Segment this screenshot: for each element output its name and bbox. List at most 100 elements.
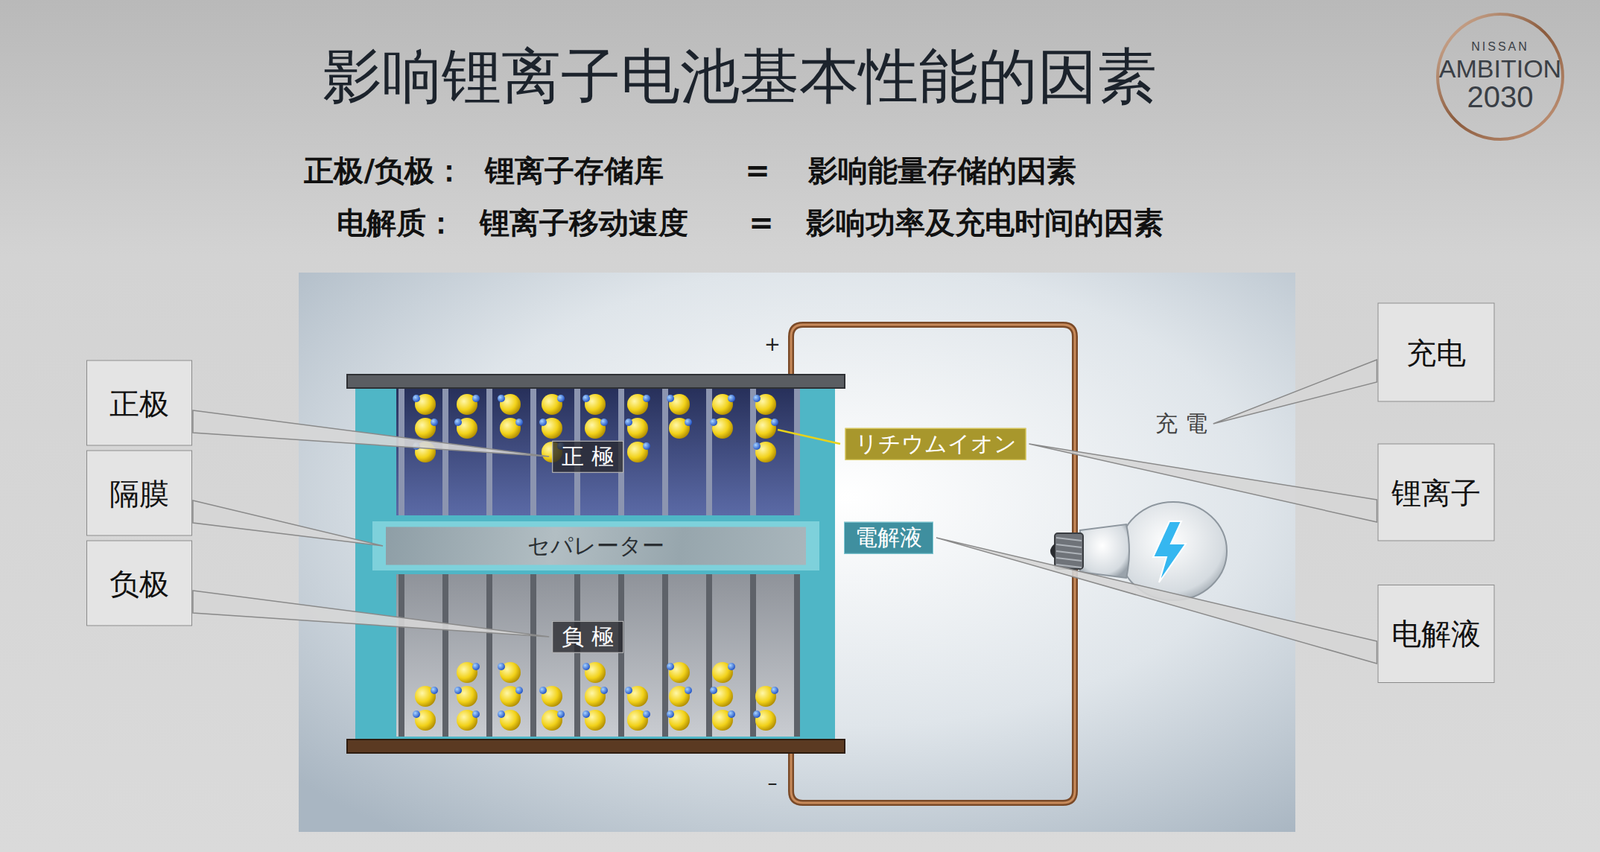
electron-dot [497, 662, 506, 671]
bulb-thread [1056, 537, 1082, 541]
logo-text: AMBITION [1439, 55, 1562, 83]
node-text: 電解液 [855, 525, 923, 552]
electron-dot [727, 662, 736, 671]
electron-dot [515, 418, 523, 427]
lithium-ion [456, 709, 480, 731]
summary-text: 锂离子移动速度 [479, 206, 689, 240]
electron-dot [666, 394, 675, 403]
electron-dot [770, 418, 779, 427]
positive-collector [347, 374, 845, 389]
electron-dot [600, 686, 608, 695]
electron-dot [454, 418, 462, 427]
part-tag: 充 電 [1152, 409, 1211, 439]
lithium-ion [627, 394, 651, 415]
lithium-ion [454, 417, 478, 439]
logo-text: 2030 [1467, 80, 1534, 114]
electrode-plate [442, 574, 449, 737]
lithium-ion [584, 417, 608, 439]
lithium-ion [753, 441, 777, 463]
electron-dot [582, 394, 590, 403]
node-text: 正 極 [561, 443, 614, 471]
lithium-ion [582, 709, 606, 731]
electrode-plate [794, 574, 800, 737]
electrode-plate [530, 574, 537, 737]
callout-leader [192, 590, 549, 637]
electron-dot [472, 394, 480, 403]
electrode-plate [662, 388, 669, 516]
electron-dot [666, 710, 675, 719]
electrode-plate [706, 574, 713, 737]
lithium-ion [584, 686, 608, 707]
bulb-thread [1056, 557, 1082, 561]
lithium-ion [539, 417, 563, 439]
lithium-ion [624, 686, 649, 707]
lithium-ion [499, 417, 523, 439]
illustration-panel [298, 272, 1296, 833]
callout-box: 充电 [1378, 303, 1495, 403]
electron-dot [539, 418, 547, 427]
lithium-ion [541, 394, 565, 415]
electrode-plate [530, 388, 537, 516]
title: 影响锂离子电池基本性能的因素 [322, 43, 1157, 110]
lithium-ion [539, 686, 563, 707]
node-text: 充电 [1406, 335, 1466, 370]
lithium-ion [666, 662, 690, 684]
electron-dot [600, 418, 608, 427]
lithium-ion [753, 394, 777, 415]
lithium-ion [497, 394, 521, 415]
callout-leader [1213, 359, 1378, 424]
lithium-ion [712, 709, 736, 731]
electron-dot [642, 710, 651, 719]
separator-glow [372, 521, 820, 571]
electron-dot [727, 710, 736, 719]
node-text: セパレーター [527, 533, 665, 560]
electron-dot [497, 394, 506, 403]
summary-text: 正极/负极： [303, 154, 465, 187]
node-text: 电解液 [1391, 616, 1481, 652]
electrode-plate [398, 388, 405, 516]
electron-dot [770, 686, 779, 695]
ion-leader-line [777, 429, 841, 444]
electron-dot [557, 394, 565, 403]
electron-dot [515, 686, 523, 695]
lithium-ion [456, 662, 480, 684]
bulb-thread [1056, 551, 1082, 555]
summary-text: 电解质： [336, 206, 456, 240]
bulb-thread [1056, 544, 1082, 548]
lithium-ion [624, 417, 649, 439]
node-text: 負 極 [561, 624, 614, 651]
electron-dot [412, 710, 421, 719]
lithium-ion [412, 394, 436, 415]
node-text: リチウムイオン [855, 431, 1017, 458]
callout-leader [936, 537, 1378, 664]
lithium-ion [709, 417, 733, 439]
lithium-ion [668, 417, 692, 439]
summary-text: 影响能量存储的因素 [808, 154, 1077, 187]
lithium-ion [755, 686, 779, 707]
electrode-plate [618, 574, 625, 737]
electron-dot [582, 710, 590, 719]
lithium-ion [541, 709, 565, 731]
electron-dot [472, 662, 480, 671]
electron-dot [642, 442, 651, 450]
lithium-ion [412, 709, 436, 731]
electron-dot [582, 662, 590, 671]
electrode-plate [750, 388, 757, 516]
negative-electrode [396, 574, 797, 737]
lithium-ion [414, 417, 438, 439]
electron-dot [497, 710, 506, 719]
electron-dot [472, 710, 480, 719]
callout-box: 隔膜 [86, 450, 193, 537]
node-text: 负极 [109, 566, 170, 601]
summary-text: = [744, 154, 771, 187]
terminal-sign: + [764, 333, 781, 356]
lithium-ion [666, 709, 690, 731]
part-tag: 電解液 [843, 522, 934, 555]
lithium-ion [582, 662, 606, 684]
callout-leader [192, 500, 383, 546]
callout-box: 正极 [86, 360, 193, 447]
electron-dot [753, 394, 761, 403]
electron-dot [412, 394, 421, 403]
lithium-ion [456, 394, 480, 415]
lithium-ion [454, 686, 478, 707]
